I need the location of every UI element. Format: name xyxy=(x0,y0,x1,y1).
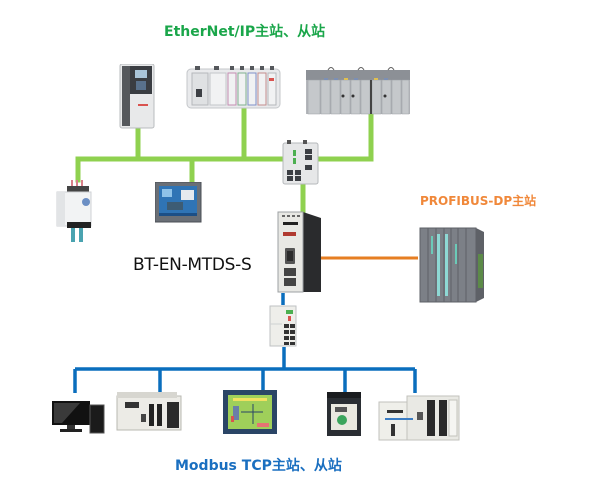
modbus-plc-icon xyxy=(116,392,182,431)
gateway-model-label: BT-EN-MTDS-S xyxy=(133,255,252,275)
ethernet-ip-title: EtherNet/IP主站、从站 xyxy=(164,24,326,40)
compact-plc-rack-icon xyxy=(186,66,281,109)
modular-plc-icon xyxy=(378,395,460,441)
ethernet-switch-icon xyxy=(282,140,319,185)
profibus-dp-title: PROFIBUS-DP主站 xyxy=(420,194,537,208)
modbus-switch-icon xyxy=(269,305,297,347)
modbus-tcp-title: Modbus TCP主站、从站 xyxy=(175,458,342,474)
desktop-pc-icon xyxy=(52,401,105,434)
protocol-gateway-icon xyxy=(277,211,321,293)
modbus-hmi-icon xyxy=(223,390,277,434)
large-plc-rack-icon xyxy=(306,67,410,115)
profibus-plc-icon xyxy=(419,227,484,303)
small-vfd-icon xyxy=(327,392,361,436)
motor-starter-icon xyxy=(56,180,92,242)
variable-frequency-drive-icon xyxy=(119,64,155,129)
hmi-touch-panel-icon xyxy=(155,182,202,223)
